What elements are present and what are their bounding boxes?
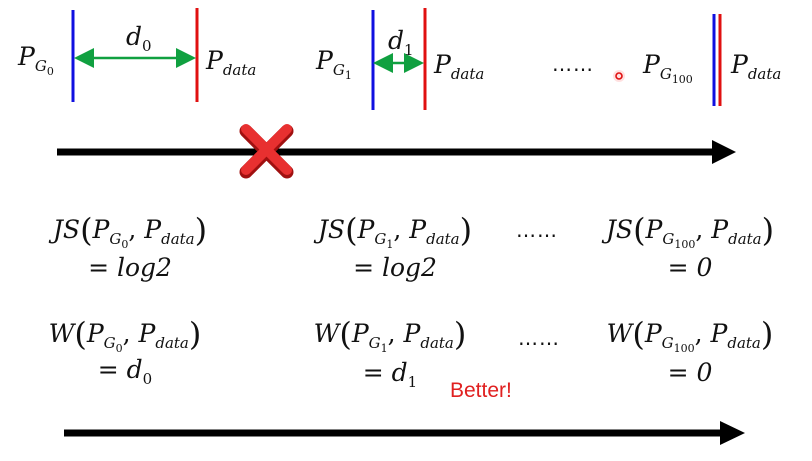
js-pg1-expr: JS(PG1, Pdata) xyxy=(317,211,473,251)
top-ellipsis: …… xyxy=(552,52,594,76)
js-pg0-expr: JS(PG0, Pdata) xyxy=(52,211,208,251)
d1-label: d1 xyxy=(388,26,414,59)
cursor-dot xyxy=(613,70,625,82)
pg0-label: PG0 xyxy=(18,42,54,78)
pdata-label-1: Pdata xyxy=(434,50,485,83)
pdata-label-100: Pdata xyxy=(731,50,782,83)
js-eq0: = log2 xyxy=(88,253,172,282)
pdata-label-0: Pdata xyxy=(206,46,257,79)
cross-icon xyxy=(239,124,294,179)
w-eq1: = d1 xyxy=(362,358,418,391)
js-ellipsis: …… xyxy=(516,218,558,242)
w-pg100-expr: W(PG100, Pdata) xyxy=(606,315,774,355)
pg1-label: PG1 xyxy=(316,46,352,82)
w-eq0: = d0 xyxy=(97,355,153,388)
js-eq1: = log2 xyxy=(353,253,437,282)
w-eq100: = 0 xyxy=(667,358,713,387)
better-label: Better! xyxy=(450,379,512,402)
pg100-label: PG100 xyxy=(643,50,693,86)
js-pg100-expr: JS(PG100, Pdata) xyxy=(605,211,775,251)
w-pg0-expr: W(PG0, Pdata) xyxy=(48,315,202,355)
w-pg1-expr: W(PG1, Pdata) xyxy=(313,315,467,355)
w-ellipsis: …… xyxy=(518,326,560,350)
js-eq100: = 0 xyxy=(667,253,713,282)
d0-label: d0 xyxy=(126,22,152,55)
